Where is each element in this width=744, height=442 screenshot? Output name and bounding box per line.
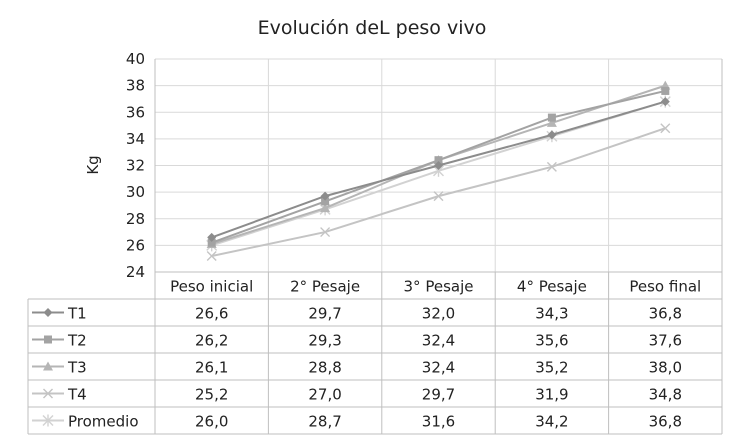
data-point: [546, 161, 557, 172]
x-tick-label: 2° Pesaje: [290, 278, 360, 296]
data-point: [660, 97, 670, 107]
data-point: [207, 238, 216, 247]
y-tick-labels: 24 26 28 30 32 34 36 38 40: [126, 50, 145, 281]
data-label: 32,4: [422, 332, 455, 350]
y-tick-label: 28: [126, 210, 145, 228]
data-point: [546, 117, 557, 127]
table-row: T4 25,2 27,0 29,7 31,9 34,8: [32, 386, 682, 404]
series-t4: [206, 123, 671, 262]
data-point: [660, 123, 671, 134]
data-label: 34,2: [535, 413, 568, 431]
data-label: 34,8: [649, 386, 682, 404]
table-row: T3 26,1 28,8 32,4 35,2 38,0: [32, 359, 682, 377]
series-t1: [207, 97, 670, 242]
y-tick-label: 32: [126, 157, 145, 175]
data-label: 36,8: [649, 413, 682, 431]
data-point: [547, 113, 556, 122]
data-point: [43, 388, 53, 399]
legend-label: T3: [67, 359, 87, 377]
data-label: 28,7: [308, 413, 341, 431]
data-point: [321, 197, 330, 206]
data-label: 31,6: [422, 413, 455, 431]
data-label: 31,9: [535, 386, 568, 404]
y-tick-label: 38: [126, 77, 145, 95]
legend-key: [32, 414, 64, 427]
data-label: 29,7: [308, 305, 341, 323]
y-tick-label: 36: [126, 103, 145, 121]
y-tick-label: 40: [126, 50, 145, 68]
y-tick-label: 26: [126, 236, 145, 254]
data-point: [320, 191, 330, 201]
legend-label: Promedio: [68, 413, 139, 431]
legend-label: T4: [67, 386, 87, 404]
legend-key: [32, 335, 64, 344]
legend-key: [32, 308, 64, 317]
data-point: [433, 191, 444, 202]
data-label: 27,0: [308, 386, 341, 404]
table-row: T1 26,6 29,7 32,0 34,3 36,8: [32, 305, 682, 323]
data-point: [43, 361, 53, 371]
data-label: 38,0: [649, 359, 682, 377]
legend-key: [32, 361, 64, 371]
data-point: [42, 414, 54, 427]
data-label: 29,3: [308, 332, 341, 350]
data-label: 32,0: [422, 305, 455, 323]
data-point: [44, 335, 52, 344]
data-point: [434, 156, 443, 165]
data-point: [661, 86, 670, 95]
data-label: 25,2: [195, 386, 228, 404]
table-row: Promedio 26,0 28,7 31,6 34,2 36,8: [32, 413, 682, 431]
y-tick-label: 24: [126, 263, 145, 281]
y-tick-label: 34: [126, 130, 145, 148]
legend-label: T2: [67, 332, 87, 350]
table-row: T2 26,2 29,3 32,4 35,6 37,6: [32, 332, 682, 350]
data-point: [206, 251, 217, 262]
data-point: [320, 227, 331, 238]
data-label: 26,0: [195, 413, 228, 431]
data-label: 26,6: [195, 305, 228, 323]
series-lines: [206, 80, 671, 262]
y-tick-label: 30: [126, 183, 145, 201]
data-point: [43, 308, 53, 317]
data-point: [434, 161, 443, 170]
series-t2: [207, 86, 670, 247]
data-point: [547, 130, 557, 140]
data-label: 26,1: [195, 359, 228, 377]
data-point: [320, 203, 331, 213]
x-tick-label: Peso final: [629, 278, 701, 296]
legend-label: T1: [67, 305, 87, 323]
data-label: 35,6: [535, 332, 568, 350]
data-label: 35,2: [535, 359, 568, 377]
x-tick-label: 3° Pesaje: [404, 278, 474, 296]
y-axis-label: Kg: [84, 155, 102, 174]
x-tick-label: Peso inicial: [170, 278, 253, 296]
data-label: 36,8: [649, 305, 682, 323]
series-promedio: [206, 95, 671, 252]
data-label: 29,7: [422, 386, 455, 404]
data-label: 34,3: [535, 305, 568, 323]
data-point: [207, 232, 217, 242]
data-label: 28,8: [308, 359, 341, 377]
data-label: 32,4: [422, 359, 455, 377]
x-tick-label: 4° Pesaje: [517, 278, 587, 296]
legend-key: [32, 388, 64, 399]
data-label: 26,2: [195, 332, 228, 350]
chart-title: Evolución deL peso vivo: [258, 17, 487, 39]
data-label: 37,6: [649, 332, 682, 350]
